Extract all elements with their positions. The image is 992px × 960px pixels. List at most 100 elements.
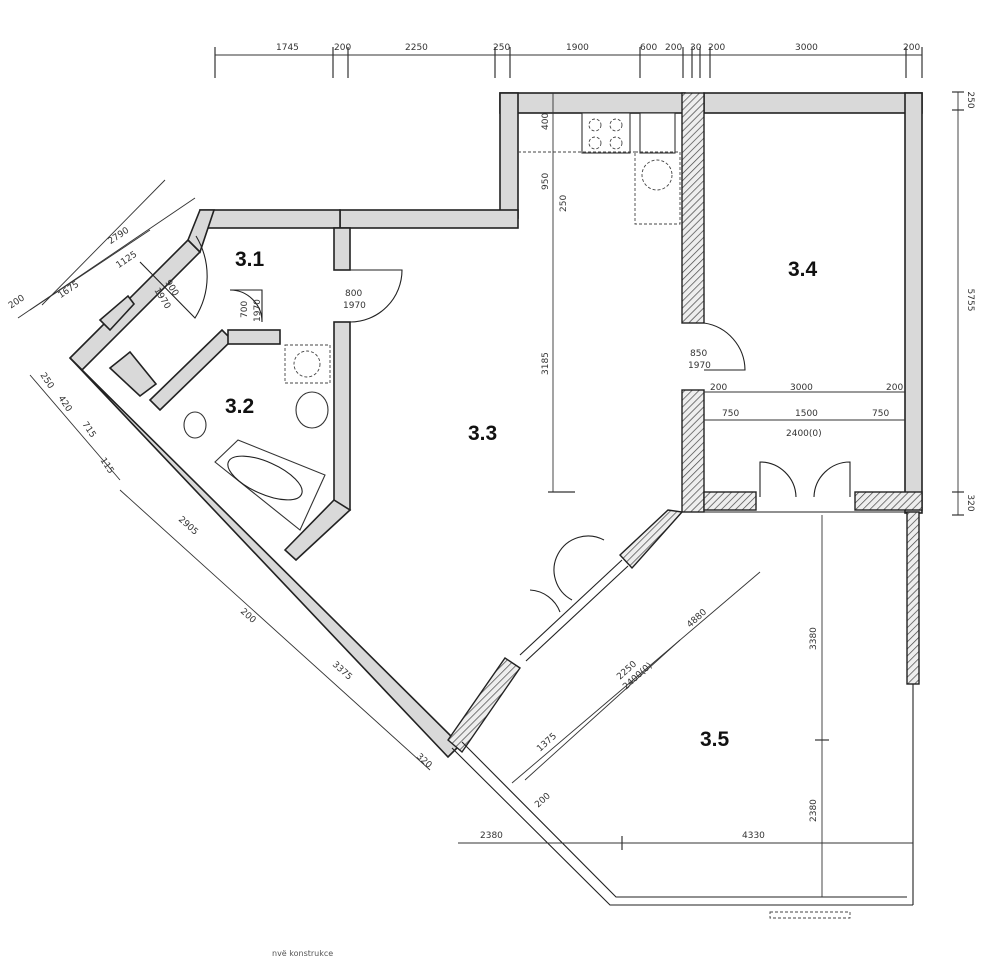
bathtub <box>214 439 326 531</box>
room-label-3-4: 3.4 <box>788 258 818 281</box>
right-dim-top: 250 <box>965 91 975 108</box>
side-dim-4: 115 <box>98 456 116 476</box>
stove <box>581 112 631 154</box>
right-dim-bottom: 320 <box>965 494 975 511</box>
lower-dim-4: 320 <box>414 752 434 771</box>
wall-31-33-top <box>333 227 351 271</box>
door-34-width: 850 <box>690 349 707 359</box>
side-dim-2: 420 <box>56 394 74 414</box>
wall-kitchen-left <box>499 92 519 219</box>
door-33 <box>349 269 403 323</box>
diag-dim-3: 1675 <box>57 280 82 301</box>
fixtures <box>183 112 851 919</box>
r34-w2: 1500 <box>795 409 818 419</box>
door-32 <box>229 289 263 323</box>
door-33-terrace-2 <box>529 589 561 613</box>
r34-right: 200 <box>886 383 903 393</box>
door-34 <box>703 322 746 371</box>
door-34-balcony-left <box>759 461 797 498</box>
room-label-3-2: 3.2 <box>225 395 254 418</box>
top-dim-8: 30 <box>690 43 702 53</box>
top-dim-7: 200 <box>665 43 682 53</box>
room-labels: 3.1 3.2 3.3 3.4 3.5 <box>225 248 818 751</box>
diag-dim-2: 1125 <box>115 250 140 271</box>
room33-height: 3185 <box>541 352 551 375</box>
room-label-3-1: 3.1 <box>235 248 265 271</box>
sink-icon <box>641 159 673 191</box>
r35-d4: 200 <box>533 791 553 810</box>
r34-opening: 2400(0) <box>786 429 822 439</box>
fridge <box>639 112 676 154</box>
lower-dim-3: 3375 <box>330 660 354 683</box>
r34-mid: 3000 <box>790 383 813 393</box>
right-dim-height: 5755 <box>965 289 975 312</box>
footer-note: nvë konstrukce <box>272 949 333 958</box>
door-33-terrace-1 <box>553 535 605 601</box>
top-dim-3: 2250 <box>405 43 428 53</box>
door-33-width: 800 <box>345 289 362 299</box>
r35-h1: 3380 <box>809 627 819 650</box>
left-side-dimensions: 250 420 715 115 <box>29 371 121 481</box>
r34-w1: 750 <box>722 409 739 419</box>
wall-top-34 <box>703 92 923 114</box>
washer <box>284 344 331 384</box>
wall-closet-2 <box>108 350 158 398</box>
walls <box>68 92 923 906</box>
wall-top-33 <box>339 209 519 229</box>
wall-partition-lower <box>681 389 705 513</box>
r34-left: 200 <box>710 383 727 393</box>
wall-right-35 <box>906 511 920 685</box>
r35-h2: 2380 <box>809 799 819 822</box>
door-32-width: 700 <box>240 301 250 318</box>
r35-d3: 1375 <box>535 731 559 754</box>
lower-dim-2: 200 <box>238 607 258 626</box>
door-31-entry <box>139 235 208 319</box>
door-34-height: 1970 <box>688 361 711 371</box>
r35-w2: 4330 <box>742 831 765 841</box>
top-dim-2: 200 <box>334 43 351 53</box>
wall-top-kitchen <box>499 92 686 114</box>
wall-bath-top <box>227 329 281 345</box>
wall-bath-bottom <box>283 498 352 562</box>
kitchen-dim-3: 250 <box>559 195 569 212</box>
drain-grille <box>769 911 851 919</box>
door-34-balcony-right <box>813 461 851 498</box>
wall-entry-corner <box>187 209 216 254</box>
door-33-height: 1970 <box>343 301 366 311</box>
top-dimension-chain: 1745 200 2250 250 1900 600 200 30 200 30… <box>214 43 923 78</box>
wall-32-33 <box>333 321 351 511</box>
r35-w1: 2380 <box>480 831 503 841</box>
top-dim-11: 200 <box>903 43 920 53</box>
wall-closet-1 <box>98 294 136 332</box>
top-dim-9: 200 <box>708 43 725 53</box>
lower-left-diagonal-dimensions: 2905 200 3375 320 <box>119 489 434 771</box>
wall-top-31 <box>199 209 341 229</box>
door-32-height: 1970 <box>253 299 263 322</box>
top-dim-5: 1900 <box>566 43 589 53</box>
toilet-icon <box>183 411 207 439</box>
room-label-3-3: 3.3 <box>468 422 497 445</box>
top-dim-1: 1745 <box>276 43 299 53</box>
top-dim-10: 3000 <box>795 43 818 53</box>
kitchen-dim-1: 400 <box>541 113 551 130</box>
side-dim-3: 715 <box>80 420 98 440</box>
wall-right-34 <box>904 92 923 514</box>
wall-outer-diagonal <box>69 357 462 759</box>
wall-33-lower-left <box>447 657 521 754</box>
room-label-3-5: 3.5 <box>700 728 730 751</box>
wall-33-lower-right <box>619 509 684 570</box>
right-dimension-chain: 250 5755 320 <box>952 91 975 516</box>
kitchen-counter <box>634 151 681 225</box>
lower-dim-1: 2905 <box>176 515 200 538</box>
wall-partition-upper <box>681 92 705 324</box>
kitchen-dim-2: 950 <box>541 173 551 190</box>
r34-w3: 750 <box>872 409 889 419</box>
wall-34-bottom-left <box>703 491 757 511</box>
wall-34-bottom-right <box>854 491 923 511</box>
top-dim-6: 600 <box>640 43 657 53</box>
wall-bath-diagonal <box>148 328 234 412</box>
top-dim-4: 250 <box>493 43 510 53</box>
side-dim-1: 250 <box>38 371 56 391</box>
washbasin-icon <box>295 391 329 429</box>
